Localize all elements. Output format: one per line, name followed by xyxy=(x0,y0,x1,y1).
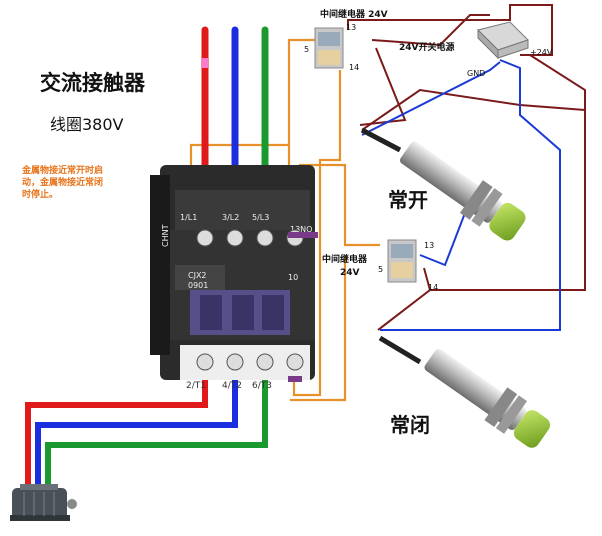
relay-bottom-pin14: 14 xyxy=(428,283,438,292)
relay-top-pin14: 14 xyxy=(349,63,359,72)
terminal-top-3: 5/L3 xyxy=(252,213,269,222)
proximity-sensor-icon-nc: 常闭 xyxy=(378,335,551,448)
terminal-top-1: 1/L1 xyxy=(180,213,197,222)
power-supply-icon: 24V开关电源 GND +24V xyxy=(399,21,553,78)
relay-bottom-pin13: 13 xyxy=(424,241,434,250)
wire-marker xyxy=(202,58,208,68)
wire-l1-out xyxy=(25,367,208,498)
wire-coil-to-top-relay xyxy=(287,38,315,170)
relay-top-pin5: 5 xyxy=(304,45,309,54)
contactor-brand: CHNT xyxy=(161,224,170,247)
terminal-bottom-2: 4/T2 xyxy=(222,381,242,391)
relay-bottom-title-2: 24V xyxy=(340,268,360,278)
relay-bottom-pin5: 5 xyxy=(378,265,383,274)
terminal-top-2: 3/L2 xyxy=(222,213,239,222)
motor-icon xyxy=(10,484,77,521)
power-supply-gnd: GND xyxy=(467,69,485,78)
power-supply-label: 24V开关电源 xyxy=(399,41,455,53)
bottom-terminals: 2/T1 4/T2 6/T3 xyxy=(180,345,310,391)
power-supply-plus24: +24V xyxy=(530,48,553,57)
relay-icon-top: 中间继电器 24V 13 5 14 xyxy=(304,8,388,72)
relay-top-title: 中间继电器 24V xyxy=(320,8,388,20)
relay-top-pin13: 13 xyxy=(346,23,356,32)
relay-icon-bottom: 中间继电器 24V 13 5 14 xyxy=(322,239,438,292)
contactor-icon: CHNT CJX2 0901 13NO 10 1/L1 3/L2 5/L3 2/… xyxy=(150,165,318,391)
wire-relay-to-contactor xyxy=(292,70,342,397)
aux-number: 10 xyxy=(288,273,298,282)
terminal-bottom-3: 6/T3 xyxy=(252,381,272,391)
diagram-title: 交流接触器 xyxy=(40,71,146,95)
note-line-3: 时停止。 xyxy=(22,188,58,200)
aux-no-label: 13NO xyxy=(290,225,312,234)
contactor-model-1: CJX2 xyxy=(188,271,207,280)
wire-l2-out xyxy=(35,367,238,498)
wire-bottom-return xyxy=(290,255,347,402)
sensor-no-label: 常开 xyxy=(388,188,428,212)
note-line-1: 金属物接近常开时启 xyxy=(21,164,103,176)
coil-label: 线圈380V xyxy=(50,115,124,134)
note-line-2: 动，金属物接近常闭 xyxy=(22,176,103,188)
relay-bottom-title-1: 中间继电器 xyxy=(322,253,368,265)
terminal-bottom-1: 2/T1 xyxy=(186,381,206,391)
contactor-model-2: 0901 xyxy=(188,281,208,290)
sensor-nc-label: 常闭 xyxy=(390,413,430,437)
sensor-wires xyxy=(347,4,586,331)
proximity-sensor-icon-no: 常开 xyxy=(360,127,526,241)
wire-l3-out xyxy=(45,367,268,498)
